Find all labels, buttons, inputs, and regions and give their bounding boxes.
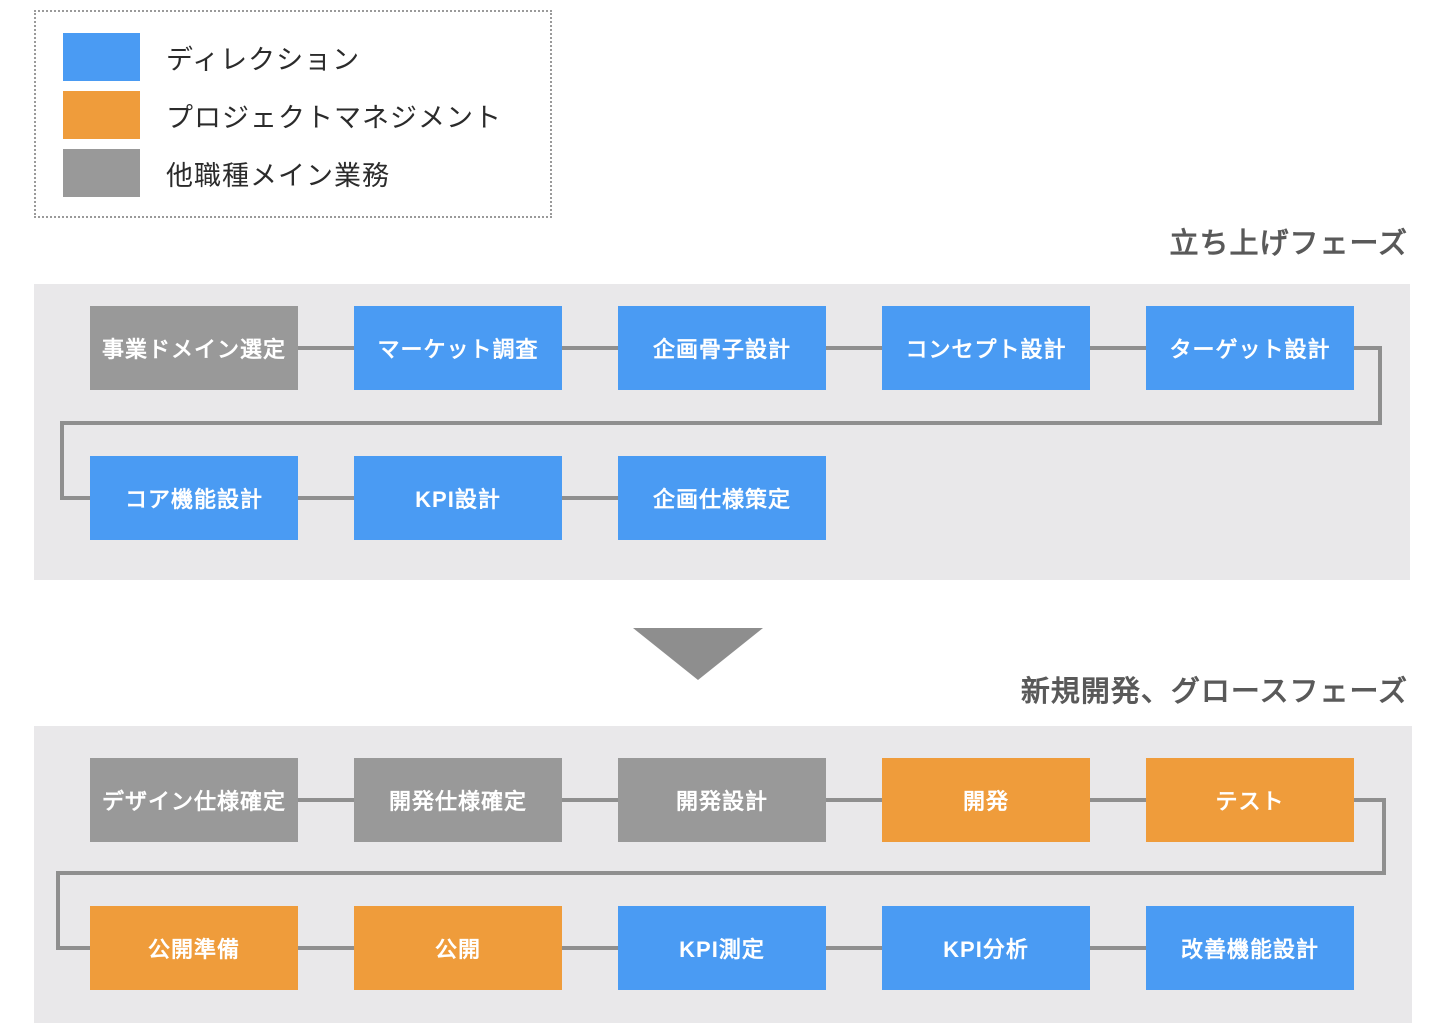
phase-panel-launch: 事業ドメイン選定マーケット調査企画骨子設計コンセプト設計ターゲット設計 コア機能… <box>34 284 1410 580</box>
task-box: デザイン仕様確定 <box>90 758 298 842</box>
task-box: コンセプト設計 <box>882 306 1090 390</box>
connector-lines <box>60 346 1382 500</box>
task-box: KPI分析 <box>882 906 1090 990</box>
task-box: 開発設計 <box>618 758 826 842</box>
task-row: コア機能設計 KPI設計企画仕様策定 <box>34 456 1410 540</box>
task-box: 事業ドメイン選定 <box>90 306 298 390</box>
legend-swatch-project-management-icon <box>63 91 140 139</box>
task-box: 企画仕様策定 <box>618 456 826 540</box>
legend-swatch-other-role-icon <box>63 149 140 197</box>
task-box: 改善機能設計 <box>1146 906 1354 990</box>
task-row: デザイン仕様確定開発仕様確定開発設計開発テスト <box>34 758 1412 842</box>
legend-label: 他職種メイン業務 <box>166 160 390 191</box>
task-box: コア機能設計 <box>90 456 298 540</box>
task-row: 事業ドメイン選定マーケット調査企画骨子設計コンセプト設計ターゲット設計 <box>34 306 1410 390</box>
legend-label: プロジェクトマネジメント <box>166 102 502 133</box>
phase-panel-growth: デザイン仕様確定開発仕様確定開発設計開発テスト 公開準備公開 KPI測定 KPI分析… <box>34 726 1412 1023</box>
legend-label: ディレクション <box>166 44 361 75</box>
phase-title-growth: 新規開発、グロースフェーズ <box>1020 676 1408 708</box>
task-box: 開発 <box>882 758 1090 842</box>
legend-item: 他職種メイン業務 <box>63 149 550 197</box>
task-box: 公開準備 <box>90 906 298 990</box>
legend-item: ディレクション <box>63 33 550 81</box>
task-row: 公開準備公開 KPI測定 KPI分析改善機能設計 <box>34 906 1412 990</box>
task-box: テスト <box>1146 758 1354 842</box>
connector-lines <box>56 798 1386 950</box>
legend-item: プロジェクトマネジメント <box>63 91 550 139</box>
legend-swatch-direction-icon <box>63 33 140 81</box>
legend: ディレクション プロジェクトマネジメント 他職種メイン業務 <box>34 10 552 218</box>
task-box: 公開 <box>354 906 562 990</box>
task-box: KPI測定 <box>618 906 826 990</box>
task-box: マーケット調査 <box>354 306 562 390</box>
phase-title-launch: 立ち上げフェーズ <box>1169 228 1408 260</box>
task-box: 開発仕様確定 <box>354 758 562 842</box>
task-box: ターゲット設計 <box>1146 306 1354 390</box>
task-box: 企画骨子設計 <box>618 306 826 390</box>
task-box: KPI設計 <box>354 456 562 540</box>
down-arrow-icon <box>633 628 763 680</box>
